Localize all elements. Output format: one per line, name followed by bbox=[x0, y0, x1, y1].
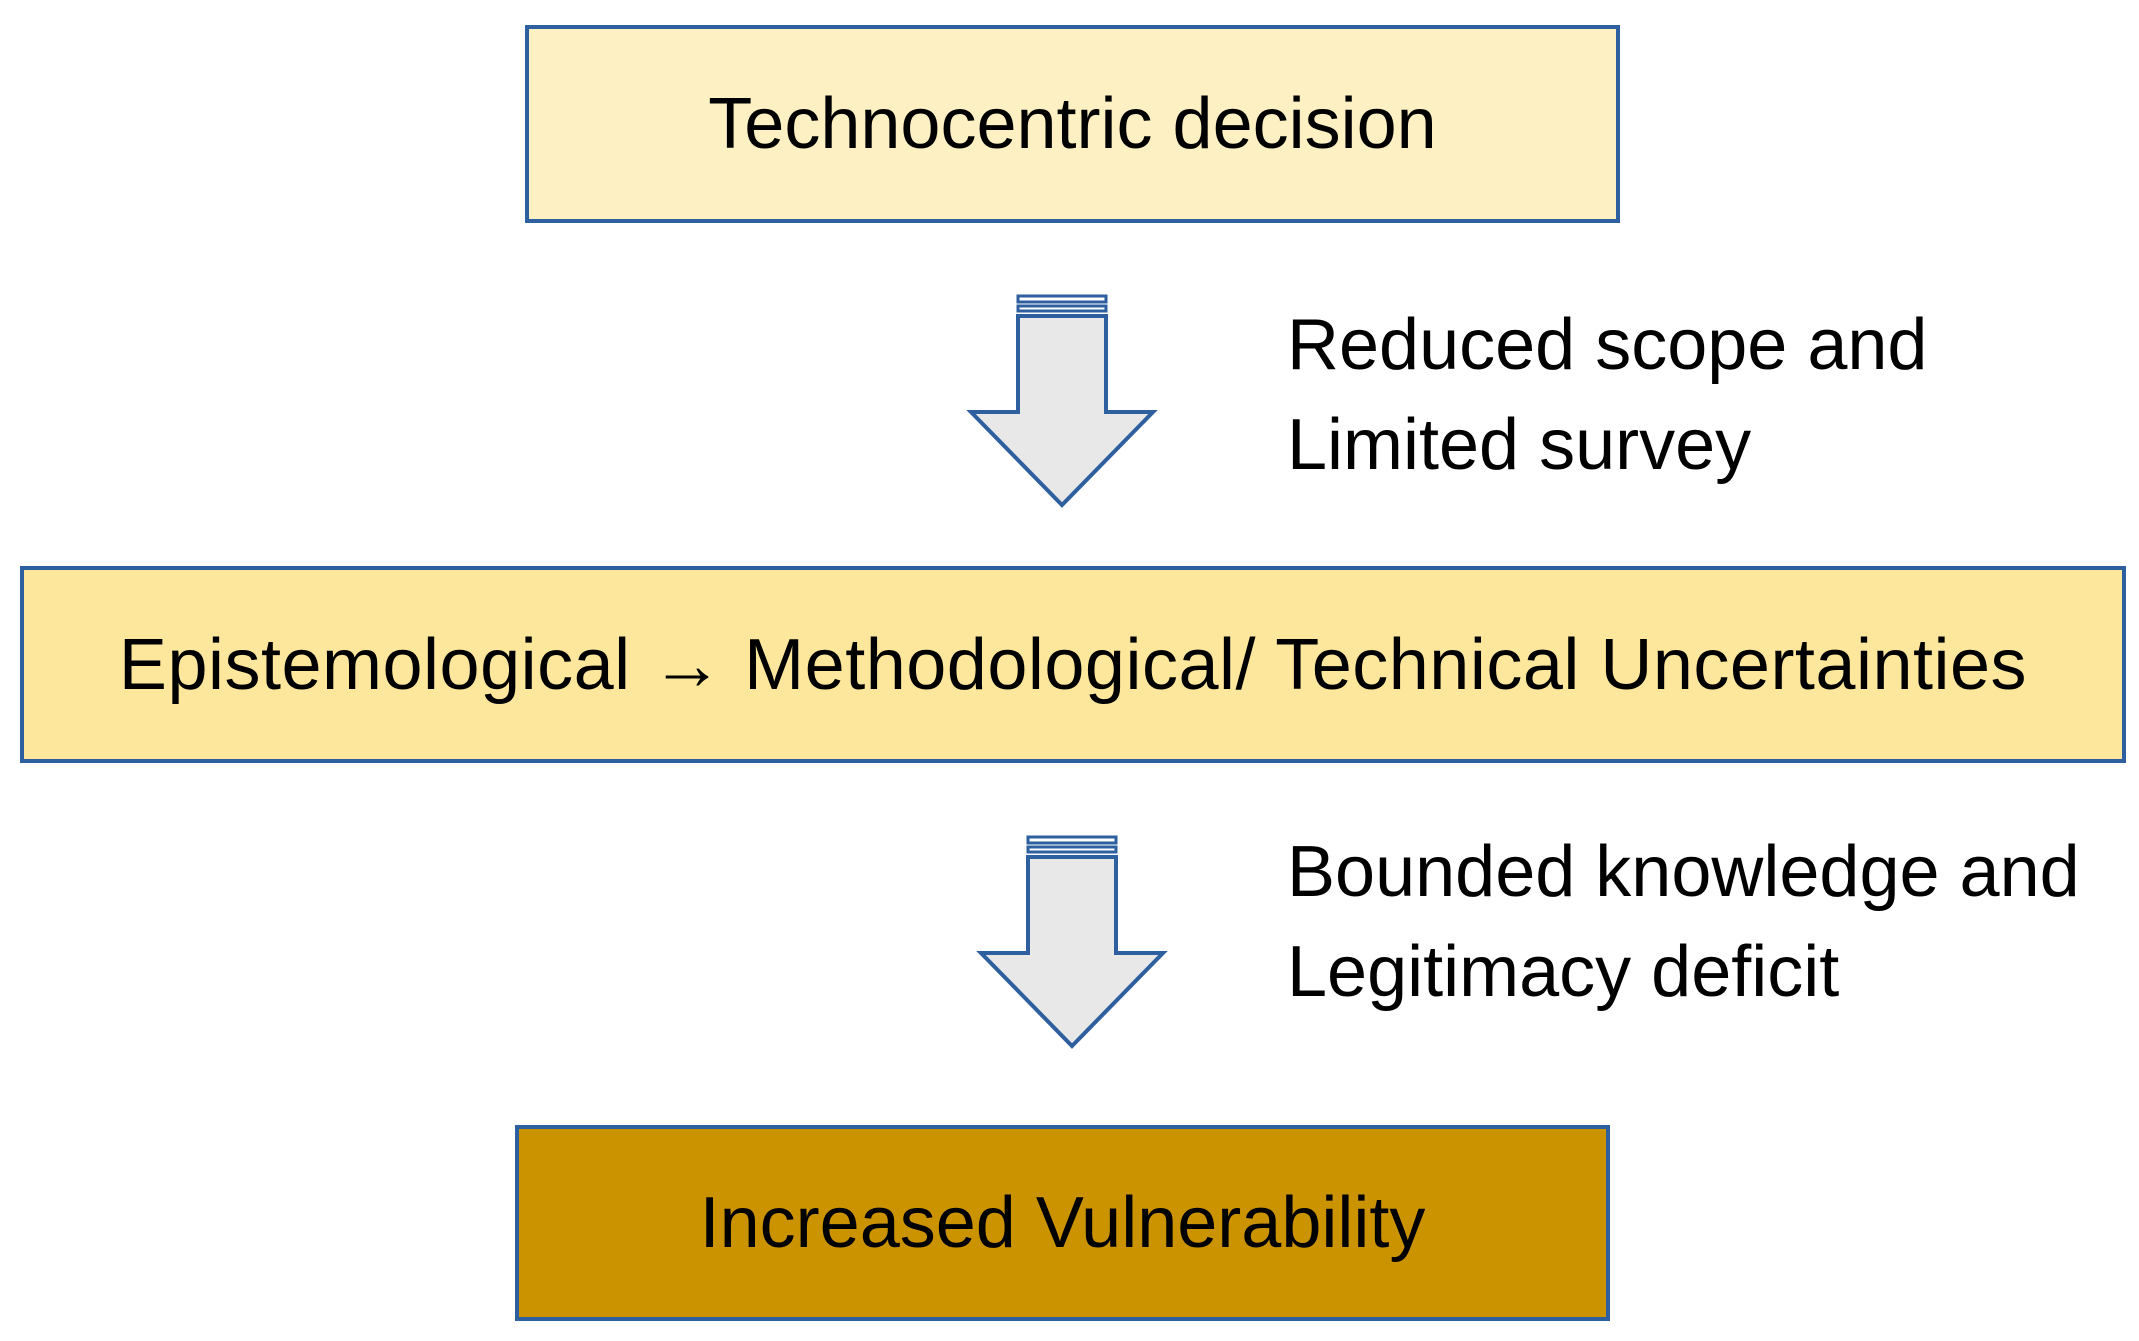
node-increased-vulnerability: Increased Vulnerability bbox=[515, 1125, 1610, 1321]
edge-label-line: Reduced scope and bbox=[1287, 305, 1928, 385]
node-label: Technocentric decision bbox=[708, 84, 1437, 164]
edge-label-reduced-scope: Reduced scope and Limited survey bbox=[1287, 295, 1927, 495]
node-technocentric-decision: Technocentric decision bbox=[525, 25, 1620, 223]
node-label: Epistemological → Methodological/ Techni… bbox=[118, 624, 2028, 705]
edge-label-line: Legitimacy deficit bbox=[1287, 932, 1840, 1012]
edge-label-line: Bounded knowledge and bbox=[1287, 832, 2080, 912]
edge-label-line: Limited survey bbox=[1287, 405, 1752, 485]
down-arrow-icon bbox=[966, 294, 1158, 508]
down-arrow-icon bbox=[976, 835, 1168, 1049]
edge-label-bounded-knowledge: Bounded knowledge and Legitimacy deficit bbox=[1287, 822, 2080, 1022]
node-label: Increased Vulnerability bbox=[699, 1183, 1426, 1263]
node-uncertainties: Epistemological → Methodological/ Techni… bbox=[20, 566, 2126, 763]
